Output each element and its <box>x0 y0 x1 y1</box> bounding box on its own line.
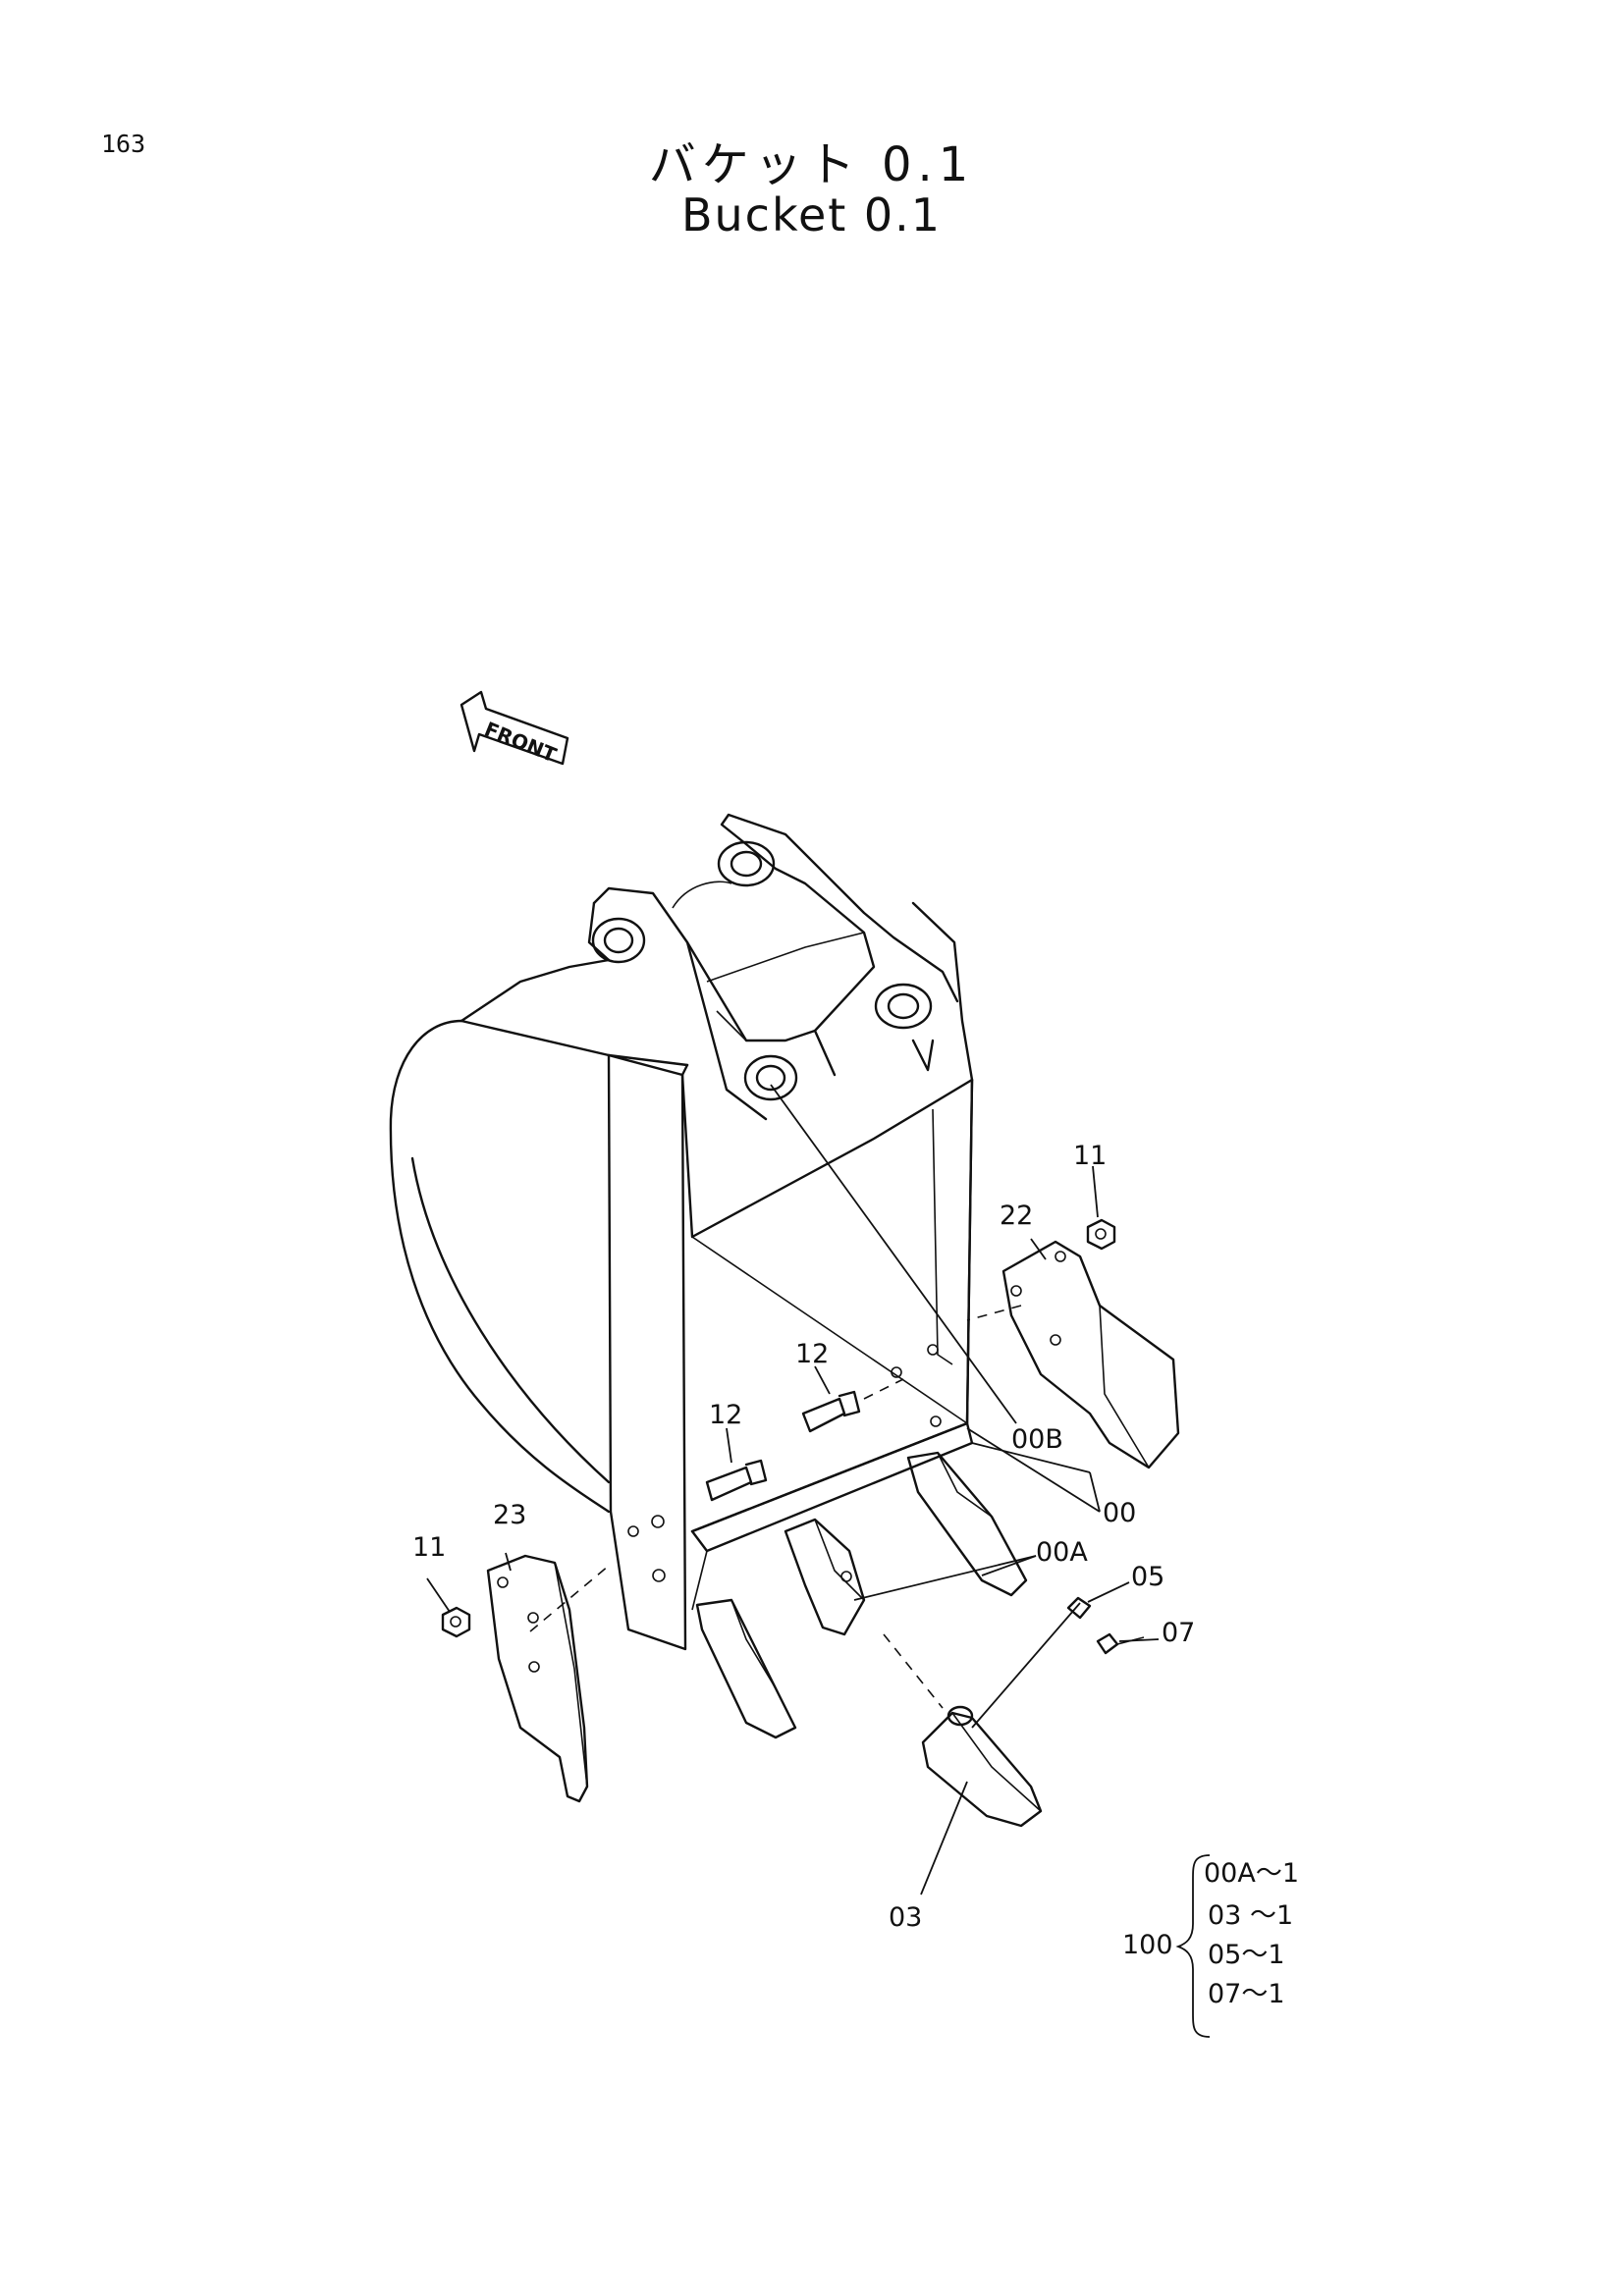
title-english: Bucket 0.1 <box>680 188 943 241</box>
nut-right <box>1086 1218 1116 1251</box>
pin-bracket <box>587 813 959 1121</box>
bolt-lower <box>705 1459 768 1502</box>
bucket-body <box>389 901 974 1651</box>
kit-item-07: 07～1 <box>1208 1979 1285 2009</box>
leader-lines <box>426 1084 1160 1896</box>
side-cutter-right <box>1001 1240 1180 1469</box>
tooth-point <box>921 1705 1043 1828</box>
kit-label: 100 <box>1122 1930 1173 1960</box>
bolt-upper <box>801 1378 904 1433</box>
kit-brace: 100 00A～1 03 ～1 05～1 07～1 <box>1122 1854 1299 2038</box>
callout-12-lower: 12 <box>709 1400 742 1430</box>
callout-00B: 00B <box>1011 1424 1063 1455</box>
kit-item-00A: 00A～1 <box>1204 1858 1299 1889</box>
lock-07 <box>1096 1632 1145 1655</box>
front-label: FRONT <box>481 717 560 767</box>
callout-11-left: 11 <box>412 1532 446 1563</box>
callout-07: 07 <box>1162 1618 1195 1648</box>
kit-item-05: 05～1 <box>1208 1940 1285 1970</box>
page-number: 163 <box>101 130 146 158</box>
callout-11-right: 11 <box>1073 1141 1107 1171</box>
pin-05 <box>1066 1596 1092 1620</box>
callout-12-upper: 12 <box>795 1339 829 1369</box>
tooth-adapters <box>695 1451 1028 1739</box>
side-cutter-left <box>486 1554 589 1803</box>
callout-00A: 00A <box>1036 1537 1088 1568</box>
callout-03: 03 <box>889 1902 922 1933</box>
title-japanese: バケット 0.1 <box>648 137 975 192</box>
nut-left <box>441 1606 471 1638</box>
callout-00: 00 <box>1103 1498 1136 1528</box>
callout-05: 05 <box>1131 1562 1164 1592</box>
callout-22: 22 <box>1000 1201 1033 1231</box>
front-arrow-icon: FRONT <box>460 690 569 767</box>
callout-23: 23 <box>493 1500 526 1530</box>
kit-item-03: 03 ～1 <box>1208 1900 1293 1931</box>
